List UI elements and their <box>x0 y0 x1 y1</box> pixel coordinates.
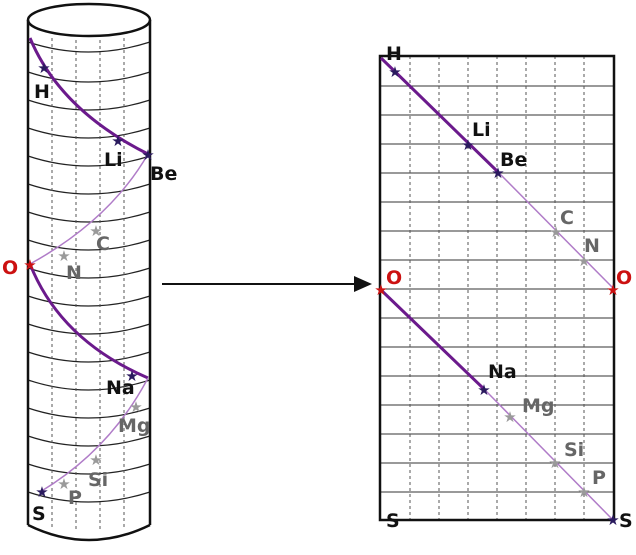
sheet-label-O-left: O <box>386 267 402 289</box>
cylinder-bottom <box>27 523 151 542</box>
sheet-label-O-right: O <box>616 267 632 289</box>
sheet-label-Na: Na <box>488 361 517 383</box>
star-icon: ★ <box>491 164 504 182</box>
star-icon: ★ <box>503 408 516 426</box>
sheet-helix-light-1 <box>497 171 614 289</box>
cyl-label-N: N <box>66 262 82 284</box>
cylinder-rings <box>27 41 151 503</box>
sheet-label-Mg: Mg <box>522 395 555 417</box>
star-icon: ★ <box>577 483 590 501</box>
unrolled-sheet: ★ ★ ★ ★ ★ ★ ★ ★ ★ ★ ★ ★ H Li Be C N O O … <box>374 43 632 532</box>
sheet-label-Be: Be <box>500 149 527 171</box>
sheet-label-P: P <box>592 467 606 489</box>
star-icon: ★ <box>57 247 70 265</box>
sheet-label-N: N <box>584 235 600 257</box>
cylinder-helix-back-1 <box>29 153 149 265</box>
cyl-label-Mg: Mg <box>118 415 151 437</box>
star-icon: ★ <box>461 136 474 154</box>
star-icon: ★ <box>57 475 70 493</box>
star-icon: ★ <box>111 132 124 150</box>
sheet-label-Si: Si <box>564 439 584 461</box>
sheet-stars: ★ ★ ★ ★ ★ ★ ★ ★ ★ ★ ★ ★ <box>374 63 619 529</box>
star-icon: ★ <box>548 454 561 472</box>
star-icon: ★ <box>89 222 102 240</box>
sheet-label-S-left: S <box>386 510 400 532</box>
cylinder-helix-front-2 <box>28 263 149 380</box>
sheet-column-lines <box>409 56 585 520</box>
sheet-label-S-right: S <box>619 510 633 532</box>
cylinder-helix-back-2 <box>39 377 149 493</box>
star-icon: ★ <box>549 223 562 241</box>
transform-arrow <box>162 276 372 292</box>
cylinder-grid-lines <box>51 38 125 532</box>
star-icon: ★ <box>388 63 401 81</box>
cyl-label-Be: Be <box>150 163 177 185</box>
cylinder-top <box>26 2 152 38</box>
cyl-label-C: C <box>96 233 110 255</box>
star-icon: ★ <box>125 367 138 385</box>
sheet-label-Li: Li <box>472 119 491 141</box>
star-icon: ★ <box>37 59 50 77</box>
cyl-label-Na: Na <box>106 377 135 399</box>
star-icon: ★ <box>606 511 619 529</box>
star-icon: ★ <box>606 281 619 299</box>
cylinder-helix-front-1 <box>28 37 149 156</box>
star-icon: ★ <box>141 146 154 164</box>
star-icon: ★ <box>477 381 490 399</box>
sheet-helix-light-2 <box>484 389 614 521</box>
sheet-border <box>378 54 616 522</box>
cylinder-figure: ★ ★ ★ ★ ★ ★ ★ ★ ★ ★ ★ H Li Be C N O Na M… <box>2 2 177 542</box>
star-icon: ★ <box>23 256 36 274</box>
star-icon: ★ <box>35 483 48 501</box>
sheet-helix-strong-1 <box>379 56 500 174</box>
star-icon: ★ <box>577 252 590 270</box>
cyl-label-S: S <box>32 503 46 525</box>
cyl-label-P: P <box>68 487 82 509</box>
star-icon: ★ <box>374 281 387 299</box>
cyl-label-Si: Si <box>88 469 108 491</box>
cyl-label-Li: Li <box>104 149 123 171</box>
sheet-label-C: C <box>560 207 574 229</box>
sheet-helix-strong-2 <box>379 288 487 392</box>
sheet-label-H: H <box>386 43 402 65</box>
cyl-label-O: O <box>2 257 18 279</box>
cylinder-stars: ★ ★ ★ ★ ★ ★ ★ ★ ★ ★ ★ <box>23 59 154 501</box>
cyl-label-H: H <box>34 81 50 103</box>
star-icon: ★ <box>89 451 102 469</box>
star-icon: ★ <box>129 398 142 416</box>
